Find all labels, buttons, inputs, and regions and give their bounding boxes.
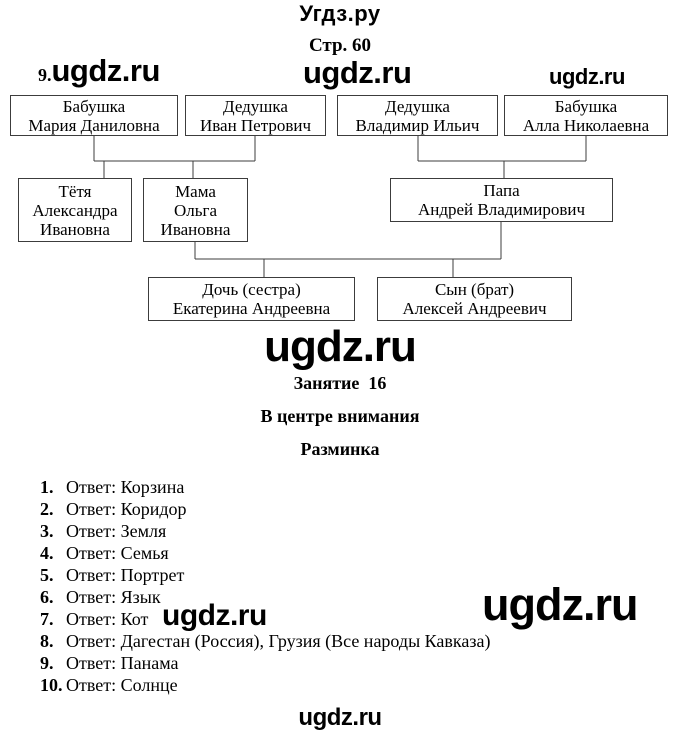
answer-number: 7. bbox=[40, 609, 54, 629]
tree-box-name: Александра bbox=[32, 200, 118, 220]
tree-box-role: Дедушка bbox=[223, 96, 288, 116]
tree-box-mother: Мама Ольга Ивановна bbox=[143, 178, 248, 242]
tree-box-name: Алла Николаевна bbox=[522, 115, 650, 135]
list-item: 5. Ответ: Портрет bbox=[40, 564, 490, 586]
answer-number: 6. bbox=[40, 587, 54, 607]
answer-text: Ответ: Коридор bbox=[66, 499, 187, 519]
tree-box-name: Иван Петрович bbox=[199, 115, 312, 135]
list-item: 2. Ответ: Коридор bbox=[40, 498, 490, 520]
tree-box-name: Владимир Ильич bbox=[355, 115, 480, 135]
tree-box-role: Сын (брат) bbox=[434, 280, 515, 299]
topic-title: В центре внимания bbox=[260, 406, 420, 426]
answer-number: 10. bbox=[40, 675, 63, 695]
tree-box-grandmother-maternal: Бабушка Мария Даниловна bbox=[10, 95, 178, 136]
answer-text: Ответ: Семья bbox=[66, 543, 169, 563]
tree-box-daughter: Дочь (сестра) Екатерина Андреевна bbox=[148, 277, 355, 321]
tree-box-father: Папа Андрей Владимирович bbox=[390, 178, 613, 222]
list-item: 10.Ответ: Солнце bbox=[40, 674, 490, 696]
page-number: Стр. 60 bbox=[308, 35, 372, 56]
answer-number: 1. bbox=[40, 477, 54, 497]
answer-number: 5. bbox=[40, 565, 54, 585]
exercise-number: 9. bbox=[38, 65, 52, 85]
answer-text: Ответ: Земля bbox=[66, 521, 167, 541]
list-item: 4. Ответ: Семья bbox=[40, 542, 490, 564]
answer-text: Ответ: Солнце bbox=[66, 675, 178, 695]
tree-box-role: Папа bbox=[483, 181, 520, 200]
tree-box-name: Андрей Владимирович bbox=[417, 200, 586, 219]
watermark: ugdz.ru bbox=[51, 53, 161, 88]
answer-text: Ответ: Портрет bbox=[66, 565, 185, 585]
tree-box-role: Бабушка bbox=[62, 96, 126, 116]
answer-number: 2. bbox=[40, 499, 54, 519]
tree-box-role: Дедушка bbox=[385, 96, 450, 116]
watermark-middle: ugdz.ru bbox=[264, 322, 417, 371]
list-item: 1. Ответ: Корзина bbox=[40, 476, 490, 498]
answer-number: 3. bbox=[40, 521, 54, 541]
answer-text: Ответ: Панама bbox=[66, 653, 179, 673]
subsection-title: Разминка bbox=[300, 439, 380, 459]
tree-box-aunt: Тётя Александра Ивановна bbox=[18, 178, 132, 242]
answer-number: 8. bbox=[40, 631, 54, 651]
answer-text: Ответ: Кот bbox=[66, 609, 149, 629]
tree-box-grandmother-paternal: Бабушка Алла Николаевна bbox=[504, 95, 668, 136]
tree-box-name: Ольга bbox=[173, 200, 218, 220]
lesson-title: Занятие 16 bbox=[293, 373, 387, 393]
watermark-top-right: ugdz.ru bbox=[549, 64, 625, 89]
tree-box-name2: Ивановна bbox=[160, 219, 231, 239]
watermark-top-center: ugdz.ru bbox=[303, 55, 412, 90]
tree-box-grandfather-maternal: Дедушка Иван Петрович bbox=[185, 95, 326, 136]
watermark-bottom: ugdz.ru bbox=[298, 704, 382, 731]
watermark-inline: ugdz.ru bbox=[162, 599, 267, 632]
tree-box-son: Сын (брат) Алексей Андреевич bbox=[377, 277, 572, 321]
tree-box-name: Алексей Андреевич bbox=[402, 299, 547, 318]
tree-box-name2: Ивановна bbox=[40, 219, 110, 239]
tree-box-grandfather-paternal: Дедушка Владимир Ильич bbox=[337, 95, 498, 136]
tree-box-role: Тётя bbox=[58, 181, 92, 201]
list-item: 3. Ответ: Земля bbox=[40, 520, 490, 542]
list-item: 8. Ответ: Дагестан (Россия), Грузия (Все … bbox=[40, 630, 490, 652]
tree-box-role: Мама bbox=[175, 181, 216, 201]
list-item: 9. Ответ: Панама bbox=[40, 652, 490, 674]
answer-text: Ответ: Корзина bbox=[66, 477, 185, 497]
watermark-right: ugdz.ru bbox=[482, 579, 638, 630]
tree-box-name: Мария Даниловна bbox=[28, 115, 160, 135]
site-title: Угдз.ру bbox=[299, 1, 381, 26]
answers-list: 1. Ответ: Корзина 2. Ответ: Коридор 3. Отве… bbox=[40, 476, 490, 696]
list-item: 7. Ответ: Кот bbox=[40, 608, 490, 630]
watermark-top-left: 9.ugdz.ru bbox=[38, 55, 160, 86]
list-item: 6. Ответ: Язык bbox=[40, 586, 490, 608]
answer-text: Ответ: Язык bbox=[66, 587, 161, 607]
tree-box-name: Екатерина Андреевна bbox=[172, 299, 331, 318]
answer-number: 4. bbox=[40, 543, 54, 563]
tree-box-role: Бабушка bbox=[554, 96, 618, 116]
tree-box-role: Дочь (сестра) bbox=[202, 280, 301, 299]
tree-connectors bbox=[93, 136, 587, 277]
answer-number: 9. bbox=[40, 653, 54, 673]
answer-text: Ответ: Дагестан (Россия), Грузия (Все на… bbox=[66, 631, 491, 651]
